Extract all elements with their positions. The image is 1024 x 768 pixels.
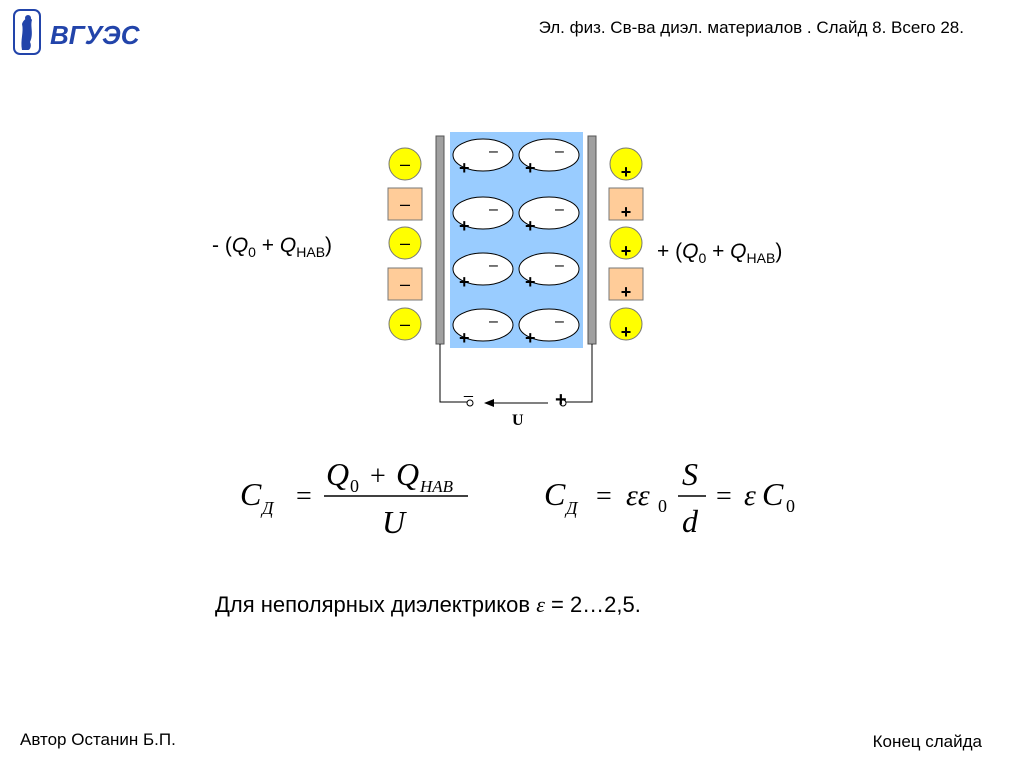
svg-text:Q: Q [326,456,349,492]
dipole: +– [518,252,580,292]
left-plate [435,135,445,345]
left-charges: – – – – – [387,147,423,341]
svg-text:0: 0 [658,496,667,516]
slide-header-title: Эл. физ. Св-ва диэл. материалов . Слайд … [538,18,964,37]
svg-text:S: S [682,456,698,492]
svg-text:=: = [716,481,732,512]
right-charges: + + + + + [608,147,644,342]
charge-circle: + [609,226,643,261]
dipole-plus-sign: + [459,328,470,348]
charge-square: + [608,187,644,222]
logo-text: ВГУЭС [50,20,140,50]
dipole-minus-sign: – [489,313,498,330]
logo: ВГУЭС [10,6,141,58]
charge-square: + [608,267,644,302]
svg-text:C: C [544,476,566,512]
dipole-plus-sign: + [525,328,536,348]
nonpolar-dielectric-note: Для неполярных диэлектриков ε = 2…2,5. [215,592,641,617]
dipole: +– [452,196,514,236]
dipole-plus-sign: + [459,272,470,292]
footer-author: Автор Останин Б.П. [20,730,176,749]
svg-text:εε: εε [626,479,650,512]
dipole-plus-sign: + [525,272,536,292]
svg-text:=: = [596,481,612,512]
dipole: +– [518,138,580,178]
charge-sign: + [621,241,632,261]
voltage-label: U [512,412,524,429]
svg-text:Q: Q [396,456,419,492]
dipole-plus-sign: + [525,216,536,236]
dipole: +– [452,252,514,292]
formula-capacitance-geometry: C Д = εε 0 S d = ε C 0 [540,450,810,545]
dipole-minus-sign: – [489,257,498,274]
svg-text:d: d [682,503,699,539]
charge-sign: – [400,274,410,294]
dipole-ellipse [518,138,580,172]
dipole-plus-sign: + [459,216,470,236]
circuit-wire-left [439,344,468,403]
svg-text:Д: Д [260,498,275,518]
svg-text:Д: Д [564,498,579,518]
dipole-ellipse [452,308,514,342]
charge-circle: – [388,147,422,181]
svg-text:0: 0 [350,476,359,496]
svg-text:U: U [382,504,407,540]
charge-square: – [387,267,423,301]
circuit-wire-right [565,344,593,403]
svg-text:0: 0 [786,496,795,516]
charge-circle: + [609,147,643,182]
logo-emblem-icon [13,9,41,55]
charge-sign: – [400,154,410,174]
capacitor-diagram: +–+–+–+–+–+–+–+– ––––– +++++ _ + U [380,128,650,430]
right-plate [587,135,597,345]
dipole-ellipse [452,196,514,230]
charge-sign: + [621,202,632,222]
terminal-minus [466,399,474,407]
svg-text:+: + [370,461,386,492]
charge-circle: + [609,307,643,342]
dipole-minus-sign: – [489,143,498,160]
svg-text:C: C [240,476,262,512]
dipole-ellipse [518,308,580,342]
dipole-minus-sign: – [555,257,564,274]
charge-square: – [387,187,423,221]
dipole-plus-sign: + [459,158,470,178]
dipole: +– [452,138,514,178]
formula-capacitance-charge: C Д = Q 0 + Q НАВ U [236,450,486,545]
terminal-plus-sign: + [555,389,567,411]
right-charge-label: + (Q0 + QНАВ) [657,240,783,267]
charge-sign: + [621,322,632,342]
dipole-minus-sign: – [489,201,498,218]
dipole-plus-sign: + [525,158,536,178]
charge-sign: – [400,194,410,214]
dipole-minus-sign: – [555,143,564,160]
svg-text:НАВ: НАВ [419,477,454,496]
dipole-minus-sign: – [555,201,564,218]
dipole: +– [518,308,580,348]
terminal-minus-sign: _ [463,381,474,398]
charge-sign: – [400,233,410,253]
svg-text:=: = [296,481,312,512]
charge-sign: – [400,314,410,334]
terminal-plus [559,399,567,407]
charge-sign: + [621,162,632,182]
left-charge-label: - (Q0 + QНАВ) [212,234,333,261]
dipole: +– [452,308,514,348]
dipole-ellipse [518,252,580,286]
svg-text:ε: ε [744,479,756,512]
charge-circle: – [388,307,422,341]
dipole: +– [518,196,580,236]
svg-text:C: C [762,476,784,512]
footer-end-slide-link[interactable]: Конец слайда [872,732,982,751]
charge-sign: + [621,282,632,302]
dipole-ellipse [518,196,580,230]
voltage-arrow-head [484,399,494,407]
dipole-minus-sign: – [555,313,564,330]
charge-circle: – [388,226,422,260]
dipole-ellipse [452,252,514,286]
dipole-ellipse [452,138,514,172]
dipole-grid: +–+–+–+–+–+–+–+– [452,138,580,348]
